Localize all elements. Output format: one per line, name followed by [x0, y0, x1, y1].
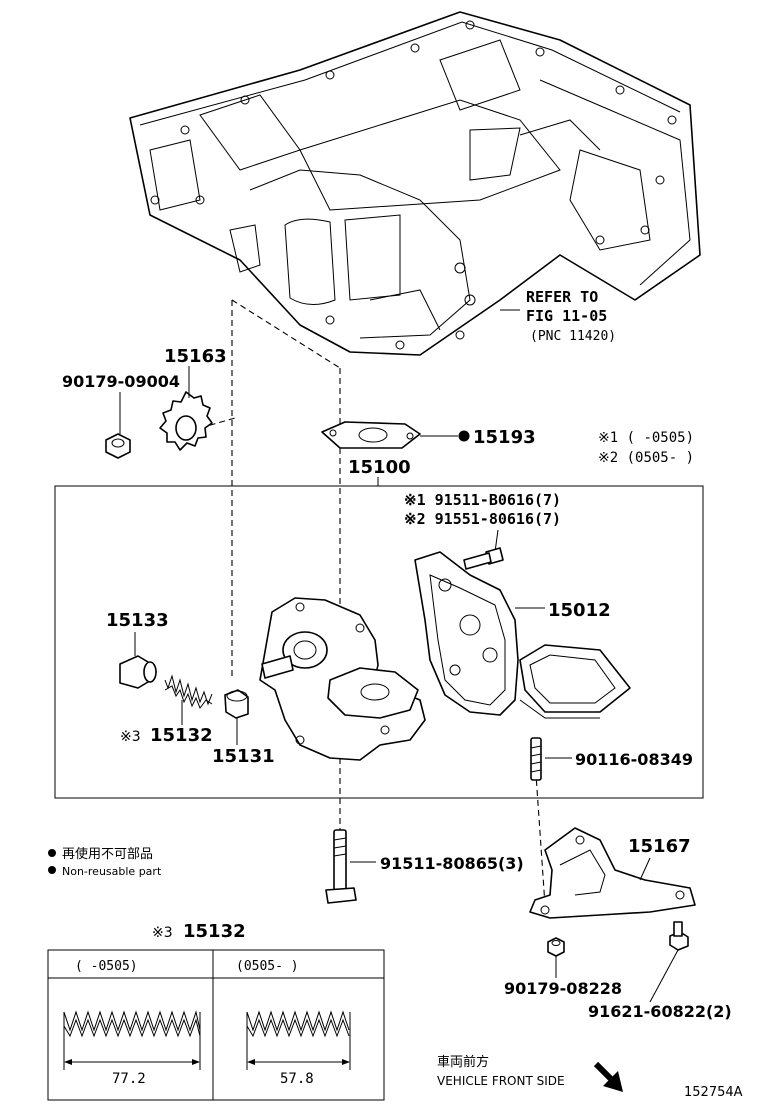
leader-91621-60822 [649, 949, 679, 1003]
guide-line [199, 417, 236, 429]
label-15131: 15131 [212, 746, 275, 767]
stud-90116-08349-icon [530, 737, 542, 781]
label-15167: 15167 [628, 836, 691, 857]
label-15133: 15133 [106, 610, 169, 631]
guide-line [231, 299, 341, 369]
guide-line [534, 759, 546, 906]
diagram-id: 152754A [684, 1085, 743, 1100]
spring-short-icon [246, 1010, 351, 1070]
label-15012: 15012 [548, 600, 611, 621]
label-91551-80616: ※2 91551-80616(7) [404, 510, 561, 528]
legend-jp: 再使用不可部品 [62, 846, 153, 862]
refer-line3: (PNC 11420) [530, 329, 616, 344]
label-90179-08228: 90179-08228 [504, 979, 622, 998]
label-15132: 15132 [150, 725, 213, 746]
table-col2-header: (0505- ) [236, 959, 299, 974]
nut-90179-08228-icon [547, 937, 565, 957]
table-part: 15132 [183, 921, 246, 942]
label-90179-09004: 90179-09004 [62, 372, 180, 391]
table-col1-header: ( -0505) [75, 959, 138, 974]
oil-pump-body-icon [259, 597, 426, 761]
spring-long-icon [63, 1010, 201, 1070]
gasket-15193-icon [321, 421, 421, 449]
refer-line2: FIG 11-05 [526, 307, 607, 325]
legend-en: Non-reusable part [62, 865, 162, 878]
note-1: ※1 ( -0505) [598, 430, 694, 446]
front-direction-arrow-icon [593, 1061, 623, 1092]
legend-dot-icon [48, 866, 56, 874]
table-col2-value: 57.8 [280, 1071, 314, 1087]
label-15193: 15193 [473, 427, 536, 448]
relief-spring-15132-icon [164, 674, 213, 710]
note-2: ※2 (0505- ) [598, 450, 694, 466]
sprocket-15163-icon [159, 391, 213, 451]
pump-cover-15012-icon [414, 551, 631, 719]
label-15132-mark: ※3 [120, 729, 141, 745]
relief-valve-15131-icon [224, 689, 249, 719]
table-mark: ※3 [152, 925, 173, 941]
label-91621-60822: 91621-60822(2) [588, 1002, 732, 1021]
legend-dot-icon [48, 849, 56, 857]
leader-15167 [639, 857, 651, 881]
relief-plug-15133-icon [119, 655, 157, 689]
nut-90179-09004-icon [105, 433, 131, 459]
bracket-15167-icon [529, 827, 696, 919]
leader-bolt-7 [494, 529, 499, 553]
non-reusable-dot-icon [458, 430, 470, 442]
direction-jp: 車両前方 [437, 1054, 489, 1070]
bolt-91621-60822-icon [669, 921, 689, 951]
label-15163: 15163 [164, 346, 227, 367]
direction-en: VEHICLE FRONT SIDE [437, 1074, 565, 1088]
label-91511-80865: 91511-80865(3) [380, 854, 524, 873]
table-col1-value: 77.2 [112, 1071, 146, 1087]
label-90116-08349: 90116-08349 [575, 750, 693, 769]
label-91511-b0616: ※1 91511-B0616(7) [404, 491, 561, 509]
bolt-91511-80865-icon [325, 829, 357, 904]
refer-line1: REFER TO [526, 288, 598, 306]
assembly-15100-box [54, 485, 704, 799]
oil-pan-illustration [129, 11, 701, 356]
bolt-7-icon [463, 547, 504, 570]
label-15100: 15100 [348, 457, 411, 478]
spring-spec-table [47, 949, 385, 1101]
